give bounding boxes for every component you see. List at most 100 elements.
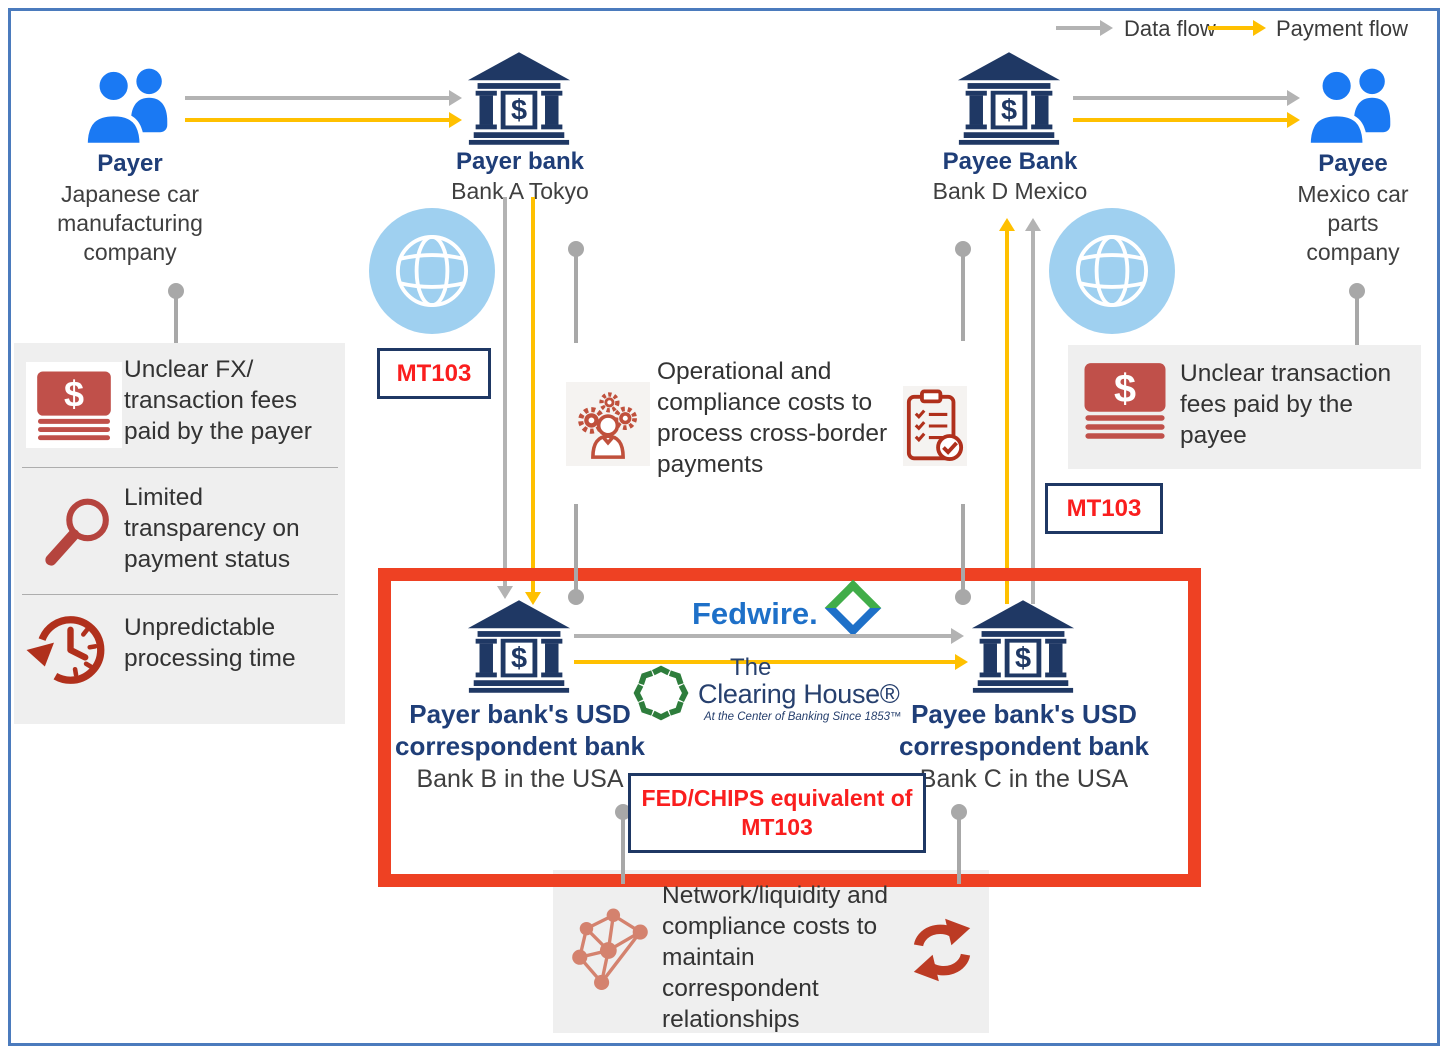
bankb-to-bankc-payment-arrow (574, 654, 968, 670)
arrow-head (951, 628, 964, 644)
svg-text:$: $ (511, 95, 527, 127)
svg-text:$: $ (1001, 95, 1017, 127)
payee-desc: Mexico car parts company (1297, 181, 1409, 265)
bank-b-name: Payer bank's USD correspondent bank (395, 699, 645, 761)
fedwire-logo: Fedwire. (692, 596, 818, 631)
payer-connector-pin (168, 283, 184, 343)
bottom-pain-point-text: Network/liquidity and compliance costs t… (662, 882, 889, 1033)
arrow-shaft (1073, 96, 1289, 100)
arrow-head (1025, 218, 1041, 231)
payee-bank-desc: Bank D Mexico (932, 178, 1088, 204)
arrow-head (1100, 20, 1113, 36)
pin-dot (568, 589, 584, 605)
money-icon: $ (26, 362, 122, 448)
payee-pain-point-text: Unclear transaction fees paid by the pay… (1180, 360, 1392, 449)
pin-line (574, 249, 578, 343)
bottom-left-pin (615, 804, 631, 884)
payee-bank-name: Payee Bank (942, 148, 1078, 175)
payer-to-payerbank-data-arrow (185, 90, 462, 106)
money-icon-payee: $ (1080, 360, 1170, 442)
bankb-to-bankc-data-arrow (574, 628, 964, 644)
payer-to-payerbank-payment-arrow (185, 112, 462, 128)
payeebank-to-payee-payment-arrow (1073, 112, 1300, 128)
svg-text:$: $ (511, 643, 527, 675)
fed-chips-box: FED/CHIPS equivalent of MT103 (628, 773, 926, 853)
legend-payment-flow-label: Payment flow (1276, 16, 1409, 41)
outer-frame (8, 8, 1440, 1046)
payer-people-icon (80, 62, 180, 148)
arrow-shaft (503, 197, 507, 588)
arrow-head (497, 586, 513, 599)
clearing-house-logo: The Clearing House® At the Center of Ban… (698, 654, 908, 724)
middle-pain-point-text: Operational and compliance costs to proc… (657, 358, 888, 478)
arrow-head (525, 592, 541, 605)
arrow-head (449, 90, 462, 106)
bank-c-desc: Bank C in the USA (919, 765, 1129, 793)
arrow-shaft (1031, 229, 1035, 604)
svg-text:$: $ (1015, 643, 1031, 675)
payer-bank-desc: Bank A Tokyo (451, 178, 589, 204)
panel-divider (22, 467, 338, 468)
panel-divider (22, 594, 338, 595)
swift-globe-icon-left (369, 208, 495, 334)
payee-name: Payee (1318, 150, 1388, 177)
swift-globe-icon-right (1049, 208, 1175, 334)
arrow-head (955, 654, 968, 670)
gears-person-icon (566, 382, 650, 466)
svg-text:$: $ (64, 374, 84, 415)
fed-chips-text: FED/CHIPS equivalent of MT103 (641, 785, 913, 840)
clock-icon (16, 606, 114, 694)
mt103-inbound-box: MT103 (1045, 483, 1163, 534)
arrow-shaft (185, 118, 451, 122)
legend-data-flow-label: Data flow (1124, 16, 1216, 41)
arrow-shaft (1073, 118, 1289, 122)
arrow-shaft (1005, 229, 1009, 604)
refresh-arrows-icon (906, 916, 978, 984)
payer-bank-name: Payer bank (455, 148, 585, 175)
bank-c-icon: $ (970, 600, 1076, 693)
arrow-shaft (574, 634, 953, 638)
pain-point-fees-text: Unclear FX/ transaction fees paid by the… (124, 356, 312, 445)
bottom-right-pin (951, 804, 967, 884)
payee-people-icon (1303, 62, 1403, 148)
mt103-outbound-box: MT103 (377, 348, 491, 399)
pin-line (961, 504, 965, 597)
arrow-head (1287, 90, 1300, 106)
pain-point-transparency-text: Limited transparency on payment status (124, 484, 300, 573)
pin-line (957, 812, 961, 884)
payeebank-to-payee-data-arrow (1073, 90, 1300, 106)
magnifier-icon (38, 492, 118, 574)
arrow-head (1287, 112, 1300, 128)
bankc-to-payeebank-data-arrow (1025, 218, 1041, 604)
middle-left-upper-pin (568, 241, 584, 343)
clearing-house-line2: Clearing House® (698, 679, 900, 709)
pin-line (1355, 291, 1359, 345)
clearing-house-line1: The (730, 654, 772, 681)
middle-right-upper-pin (955, 241, 971, 341)
middle-left-lower-pin (568, 504, 584, 605)
pin-dot (955, 589, 971, 605)
bank-b-icon: $ (466, 600, 572, 693)
payerbank-to-bankb-payment-arrow (525, 197, 541, 605)
arrow-shaft (531, 197, 535, 594)
arrow-shaft (185, 96, 451, 100)
correspondent-banking-highlight-box (378, 568, 1201, 887)
clipboard-check-icon (903, 386, 967, 466)
arrow-head (999, 218, 1015, 231)
clearing-house-mark-icon (632, 664, 690, 722)
pin-line (621, 812, 625, 884)
payer-desc: Japanese car manufacturing company (57, 181, 203, 265)
payee-bank-icon: $ (956, 52, 1062, 145)
clearing-house-tagline: At the Center of Banking Since 1853™ (704, 711, 902, 723)
pin-line (174, 291, 178, 343)
payer-bank-icon: $ (466, 52, 572, 145)
bankc-to-payeebank-payment-arrow (999, 218, 1015, 604)
middle-right-lower-pin (955, 504, 971, 605)
bank-b-desc: Bank B in the USA (416, 765, 624, 793)
svg-text:$: $ (1114, 367, 1136, 411)
bank-c-name: Payee bank's USD correspondent bank (899, 699, 1149, 761)
arrow-shaft (1208, 26, 1255, 30)
legend-payment-flow-arrow (1208, 20, 1266, 36)
arrow-head (449, 112, 462, 128)
